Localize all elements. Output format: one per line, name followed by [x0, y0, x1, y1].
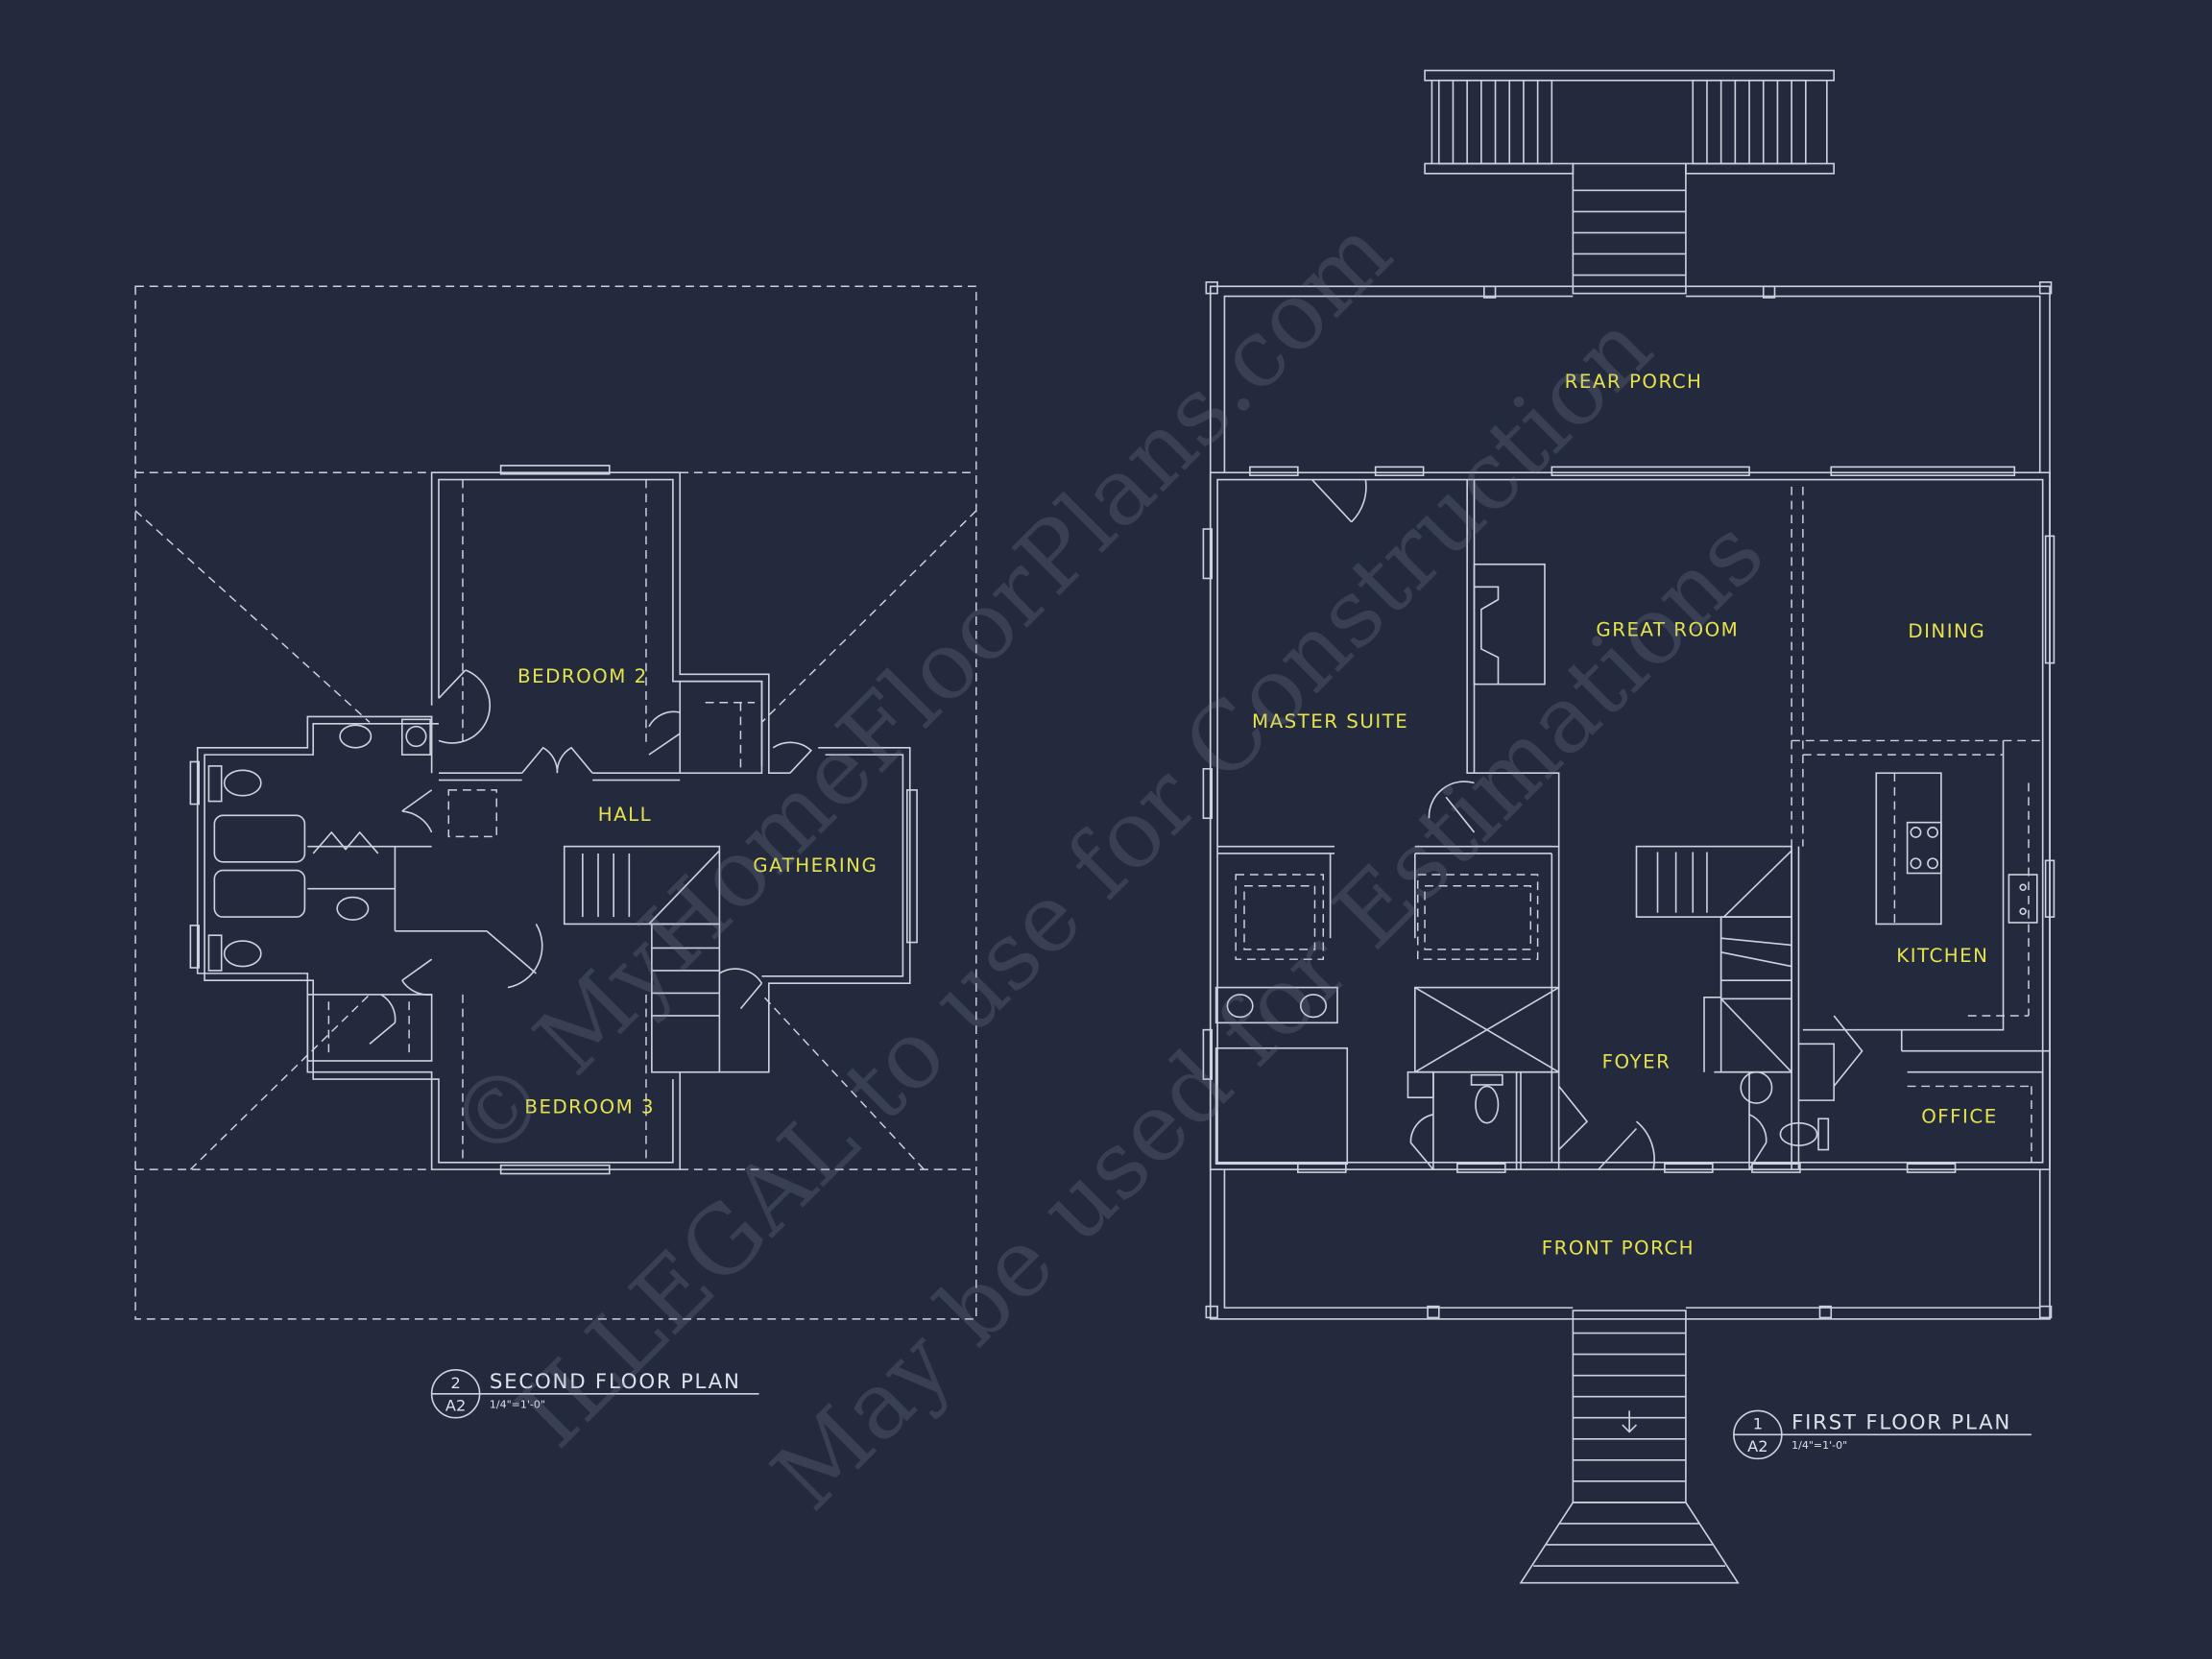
kitchen-sink-icon [2008, 874, 2038, 924]
toilet-icon [223, 940, 262, 968]
powder-room-fixtures [1740, 1070, 1830, 1151]
rear-deck-and-stair [1424, 69, 1836, 295]
room-label-great-room: GREAT ROOM [1596, 619, 1739, 641]
master-bath-fixtures [1214, 853, 1560, 1124]
drawing-title-second-floor: 2 A2 SECOND FLOOR PLAN 1/4"=1'-0" [430, 1368, 759, 1419]
sheet-number: A2 [445, 1396, 466, 1414]
attic-access [447, 789, 497, 838]
sheet-number: A2 [1747, 1437, 1767, 1455]
doors [312, 669, 813, 1045]
room-label-kitchen: KITCHEN [1896, 945, 1988, 967]
toilet-icon [1475, 1085, 1500, 1124]
watermark: © MyHomeFloorPlans.com ILLEGAL to use fo… [427, 198, 1784, 1530]
room-label-foyer: FOYER [1602, 1050, 1671, 1072]
drawing-title: FIRST FLOOR PLAN [1791, 1410, 2011, 1434]
shower-icon [1413, 986, 1560, 1073]
sink-icon [1299, 994, 1328, 1019]
sink-icon [336, 896, 370, 921]
bathtub-icon [213, 814, 306, 863]
toilet-tank-icon [207, 934, 223, 972]
kitchen-island [1875, 772, 1942, 926]
toilet-tank-icon [1817, 1118, 1830, 1151]
room-label-dining: DINING [1908, 620, 1985, 642]
stair [563, 845, 721, 1073]
toilet-icon [223, 769, 262, 797]
room-label-front-porch: FRONT PORCH [1542, 1237, 1695, 1259]
room-label-gathering: GATHERING [753, 854, 878, 877]
drawing-scale: 1/4"=1'-0" [490, 1398, 545, 1410]
drawing-title-first-floor: 1 A2 FIRST FLOOR PLAN 1/4"=1'-0" [1733, 1409, 2032, 1460]
toilet-icon [1779, 1121, 1818, 1146]
stair [1635, 845, 1792, 1073]
room-label-bedroom3: BEDROOM 3 [524, 1095, 655, 1118]
room-label-hall: HALL [598, 804, 652, 826]
toilet-tank-icon [207, 765, 223, 803]
front-stair [1519, 1310, 1740, 1584]
windows [1202, 466, 2056, 1173]
drawing-scale: 1/4"=1'-0" [1791, 1439, 1847, 1452]
room-label-bedroom2: BEDROOM 2 [517, 665, 648, 687]
toilet-tank-icon [1470, 1073, 1503, 1086]
detail-number: 1 [1753, 1414, 1763, 1432]
doors [1310, 479, 1863, 1170]
room-label-master-suite: MASTER SUITE [1252, 710, 1408, 733]
bath-fixtures [207, 718, 431, 972]
kitchen-fixtures [1875, 772, 2038, 926]
walls [196, 471, 911, 1170]
roof-outline [134, 285, 977, 1320]
cooktop-icon [1906, 821, 1942, 875]
detail-number: 2 [450, 1374, 460, 1392]
sink-icon [339, 724, 373, 749]
bathtub-icon [213, 869, 306, 918]
washer-icon [405, 725, 427, 748]
room-label-rear-porch: REAR PORCH [1565, 371, 1703, 393]
drawing-title: SECOND FLOOR PLAN [490, 1370, 741, 1394]
walls [1209, 471, 2051, 1170]
windows [189, 465, 918, 1175]
sink-icon [1226, 994, 1254, 1019]
first-floor-plan: REAR PORCH MASTER SUITE GREAT ROOM DININ… [1202, 69, 2056, 1584]
room-label-office: OFFICE [1921, 1106, 1997, 1128]
fireplace [1473, 563, 1546, 685]
second-floor-plan: BEDROOM 2 HALL GATHERING BEDROOM 3 2 A2 … [134, 285, 977, 1419]
